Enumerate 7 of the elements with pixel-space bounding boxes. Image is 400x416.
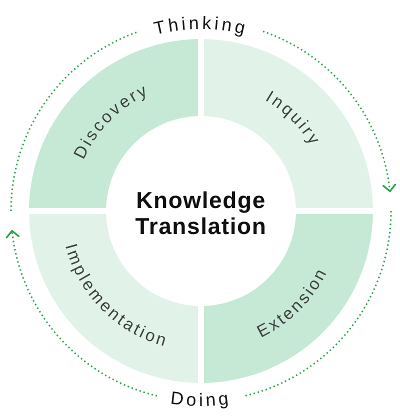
dotted-arrow: [262, 30, 396, 192]
dotted-line: [10, 30, 140, 212]
dotted-arrow: [6, 230, 158, 397]
phase-label: Doing: [170, 388, 232, 410]
phase-label: Thinking: [152, 12, 250, 39]
dotted-line: [244, 210, 392, 397]
center-label: Knowledge Translation: [134, 187, 268, 239]
